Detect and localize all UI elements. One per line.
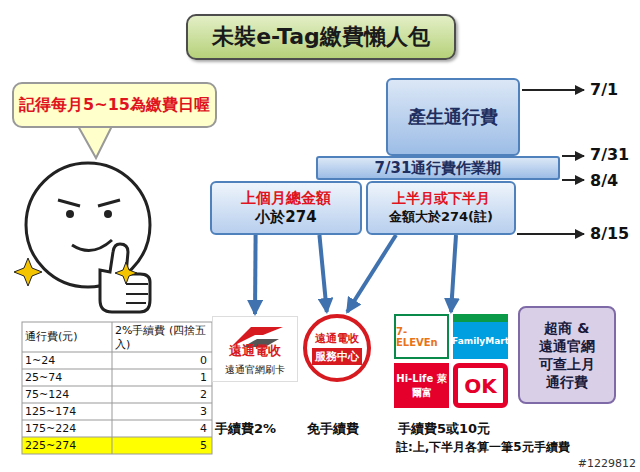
table-cell: 75~124 bbox=[25, 388, 69, 401]
bubble-tail bbox=[78, 126, 112, 158]
node-text: 服務中心 bbox=[312, 348, 362, 365]
node-text: 遠通電收 bbox=[229, 342, 281, 360]
note-scroll: 超商 & 遠通官網 可查上月 通行費 bbox=[518, 306, 616, 404]
node-text: OK bbox=[453, 363, 508, 408]
condition-box: 上個月總金額小於274 bbox=[210, 181, 362, 235]
node-text: 記得每月5~15為繳費日喔 bbox=[19, 95, 210, 116]
table-cell: 125~174 bbox=[25, 405, 76, 418]
date-label: 8/4 bbox=[590, 171, 618, 190]
process-box: 產生通行費 bbox=[386, 78, 520, 156]
flow-arrow bbox=[319, 235, 326, 312]
table-cell: 3 bbox=[115, 405, 207, 418]
table-cell: 225~274 bbox=[25, 439, 76, 452]
note-label: 註:上,下半月各算一筆5元手續費 bbox=[396, 439, 570, 456]
cartoon-face bbox=[26, 163, 150, 312]
node-text: 遠通官網刷卡 bbox=[225, 363, 285, 377]
node-text: 小於274 bbox=[255, 208, 316, 227]
node-text: 7/31通行費作業期 bbox=[375, 159, 502, 178]
sparkles bbox=[14, 258, 137, 286]
date-label: 8/15 bbox=[590, 224, 629, 243]
title-text: 未裝e-Tag繳費懶人包 bbox=[212, 22, 430, 52]
title-box: 未裝e-Tag繳費懶人包 bbox=[186, 14, 456, 60]
flow-arrow bbox=[347, 235, 396, 312]
table-cell: 1~24 bbox=[25, 354, 55, 367]
payment-logo: 遠通電收遠通官網刷卡 bbox=[212, 316, 298, 382]
table-cell: 2 bbox=[115, 388, 207, 401]
node-text: 遠通電收 bbox=[315, 331, 359, 346]
store-logos: 7-ELEVEnFamilyMartHi-Life 萊爾富OK bbox=[394, 314, 508, 408]
table-cell: 175~224 bbox=[25, 422, 76, 435]
node-text: 金額大於274(註) bbox=[389, 208, 493, 226]
watermark: #1229812 bbox=[578, 457, 636, 470]
node-text: 超商 & 遠通官網 可查上月 通行費 bbox=[531, 319, 603, 392]
note-label: 免手續費 bbox=[307, 420, 359, 438]
period-band: 7/31通行費作業期 bbox=[316, 156, 560, 180]
flow-arrow bbox=[451, 235, 456, 312]
node-text: 上個月總金額 bbox=[241, 189, 331, 208]
speech-bubble: 記得每月5~15為繳費日喔 bbox=[12, 82, 217, 128]
table-cell: 5 bbox=[115, 439, 207, 452]
node-text: 7-ELEVEn bbox=[394, 314, 449, 359]
node-text: 上半月或下半月 bbox=[392, 190, 490, 208]
flow-arrow bbox=[253, 235, 258, 314]
fee-table bbox=[22, 322, 212, 454]
note-label: 手續費2% bbox=[215, 420, 276, 438]
service-center-logo: 遠通電收服務中心 bbox=[303, 314, 371, 382]
note-label: 手續費5或10元 bbox=[398, 420, 490, 438]
node-text: 產生通行費 bbox=[408, 105, 498, 129]
date-label: 7/31 bbox=[590, 145, 629, 164]
table-cell: 2%手續費 (四捨五入) bbox=[115, 324, 207, 352]
date-label: 7/1 bbox=[590, 80, 618, 99]
condition-box: 上半月或下半月金額大於274(註) bbox=[366, 181, 516, 235]
table-cell: 25~74 bbox=[25, 371, 62, 384]
node-text: FamilyMart bbox=[453, 314, 508, 359]
table-cell: 1 bbox=[115, 371, 207, 384]
table-cell: 通行費(元) bbox=[25, 329, 78, 344]
table-cell: 4 bbox=[115, 422, 207, 435]
node-text: Hi-Life 萊爾富 bbox=[394, 363, 449, 408]
table-cell: 0 bbox=[115, 354, 207, 367]
